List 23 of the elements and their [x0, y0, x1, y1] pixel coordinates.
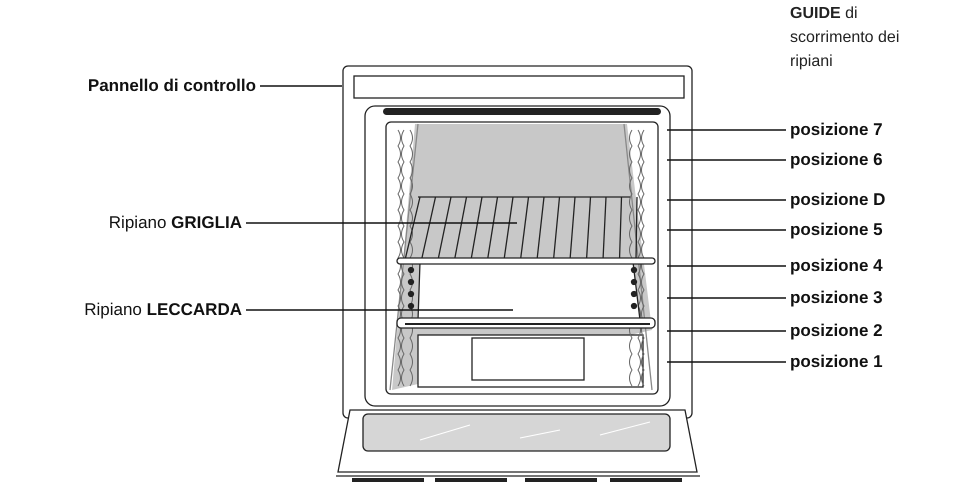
part-label: Pannello di controllo: [8, 75, 256, 97]
part-label: posizione 3: [790, 287, 960, 309]
leader-line: [667, 229, 786, 231]
leader-line: [260, 85, 342, 87]
part-label: Ripiano LECCARDA: [8, 299, 242, 321]
part-label: posizione 7: [790, 119, 960, 141]
leader-line: [667, 129, 786, 131]
part-label: posizione 1: [790, 351, 960, 373]
leader-line: [667, 361, 786, 363]
leader-line: [667, 159, 786, 161]
part-label: posizione 6: [790, 149, 960, 171]
part-label: posizione 5: [790, 219, 960, 241]
part-label: Ripiano GRIGLIA: [8, 212, 242, 234]
leader-line: [667, 297, 786, 299]
part-label: posizione 2: [790, 320, 960, 342]
part-label: posizione D: [790, 189, 960, 211]
leader-line: [667, 199, 786, 201]
leader-line: [667, 330, 786, 332]
leader-line: [667, 265, 786, 267]
guide-heading: GUIDE di scorrimento dei ripiani: [790, 4, 900, 72]
leader-line: [246, 309, 513, 311]
part-label: posizione 4: [790, 255, 960, 277]
leader-line: [246, 222, 517, 224]
